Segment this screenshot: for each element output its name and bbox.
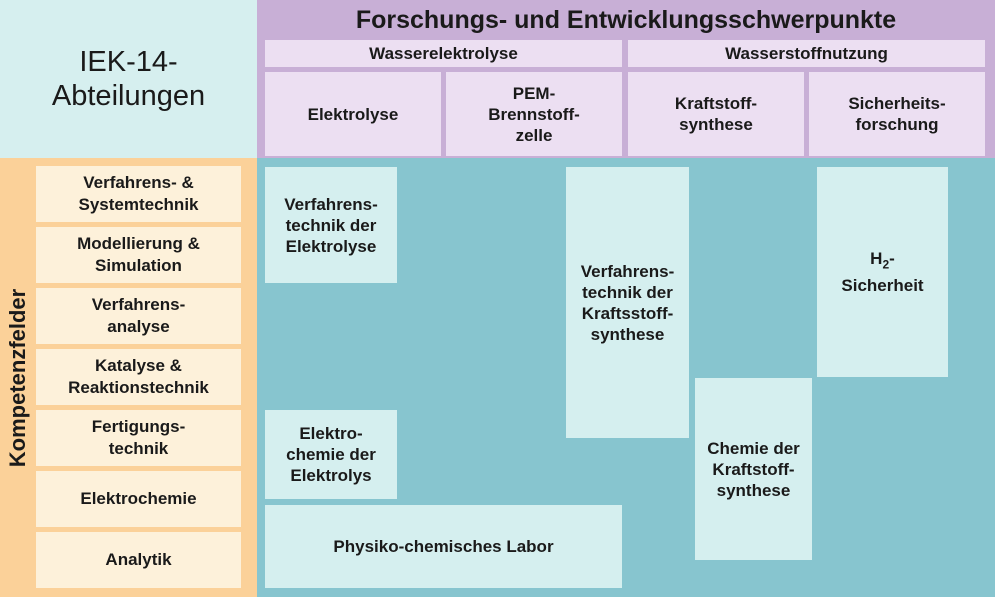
box-verfahrenstechnik-kraftstoffsynthese: Verfahrens- technik der Kraftsstoff- syn… [566, 167, 689, 438]
column-elektrolyse: Elektrolyse [265, 72, 441, 156]
box-chemie-kraftstoffsynthese: Chemie der Kraftstoff- synthese [695, 378, 812, 560]
field-verfahrens-systemtechnik: Verfahrens- & Systemtechnik [36, 166, 241, 222]
box-h2-sicherheit: H2- Sicherheit [817, 167, 948, 377]
competence-label: Kompetenzfelder [5, 288, 31, 467]
category-wasserelektrolyse: Wasserelektrolyse [265, 40, 622, 67]
research-header-title: Forschungs- und Entwicklungsschwerpunkte [355, 5, 897, 34]
column-sicherheitsforschung: Sicherheits- forschung [809, 72, 985, 156]
category-wasserstoffnutzung: Wasserstoffnutzung [628, 40, 985, 67]
box-physiko-chemisches-labor: Physiko-chemisches Labor [265, 505, 622, 588]
departments-title: IEK-14- Abteilungen [51, 46, 206, 112]
field-verfahrensanalyse: Verfahrens- analyse [36, 288, 241, 344]
field-modellierung-simulation: Modellierung & Simulation [36, 227, 241, 283]
field-analytik: Analytik [36, 532, 241, 588]
field-fertigungstechnik: Fertigungs- technik [36, 410, 241, 466]
column-kraftstoffsynthese: Kraftstoff- synthese [628, 72, 804, 156]
box-verfahrenstechnik-elektrolyse: Verfahrens- technik der Elektrolyse [265, 167, 397, 283]
field-katalyse-reaktionstechnik: Katalyse & Reaktionstechnik [36, 349, 241, 405]
departments-header: IEK-14- Abteilungen [0, 0, 257, 158]
field-elektrochemie: Elektrochemie [36, 471, 241, 527]
column-pem-brennstoffzelle: PEM- Brennstoff- zelle [446, 72, 622, 156]
box-elektrochemie-elektrolyse: Elektro- chemie der Elektrolys [265, 410, 397, 499]
h2-sicherheit-label: H2- Sicherheit [841, 248, 924, 296]
